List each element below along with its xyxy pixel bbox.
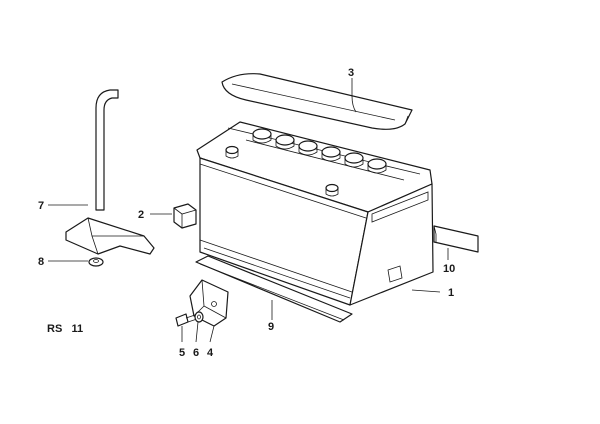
- hold-down-rod-part: [65, 89, 155, 255]
- callout-4: 4: [207, 347, 214, 359]
- tray-strip-part: [195, 255, 353, 323]
- battery-cover-part: [221, 73, 413, 130]
- vent-hose-part: [433, 225, 479, 253]
- callout-10: 10: [443, 263, 455, 275]
- callout-7: 7: [38, 200, 44, 212]
- callout-2: 2: [138, 209, 144, 221]
- callout-5: 5: [179, 347, 185, 359]
- callout-3: 3: [348, 67, 354, 79]
- callout-1: 1: [448, 287, 454, 299]
- callout-9: 9: [268, 321, 274, 333]
- filler-caps: [252, 128, 387, 174]
- battery-terminals: [225, 145, 339, 197]
- callout-8: 8: [38, 256, 44, 268]
- terminal-clip-part: [173, 203, 197, 229]
- callout-6: 6: [193, 347, 199, 359]
- battery-part: [196, 121, 434, 306]
- reference-code: RS 11: [47, 323, 83, 335]
- nut-part: [88, 257, 104, 267]
- washer-part: [194, 311, 204, 323]
- leader-lines: [48, 78, 449, 343]
